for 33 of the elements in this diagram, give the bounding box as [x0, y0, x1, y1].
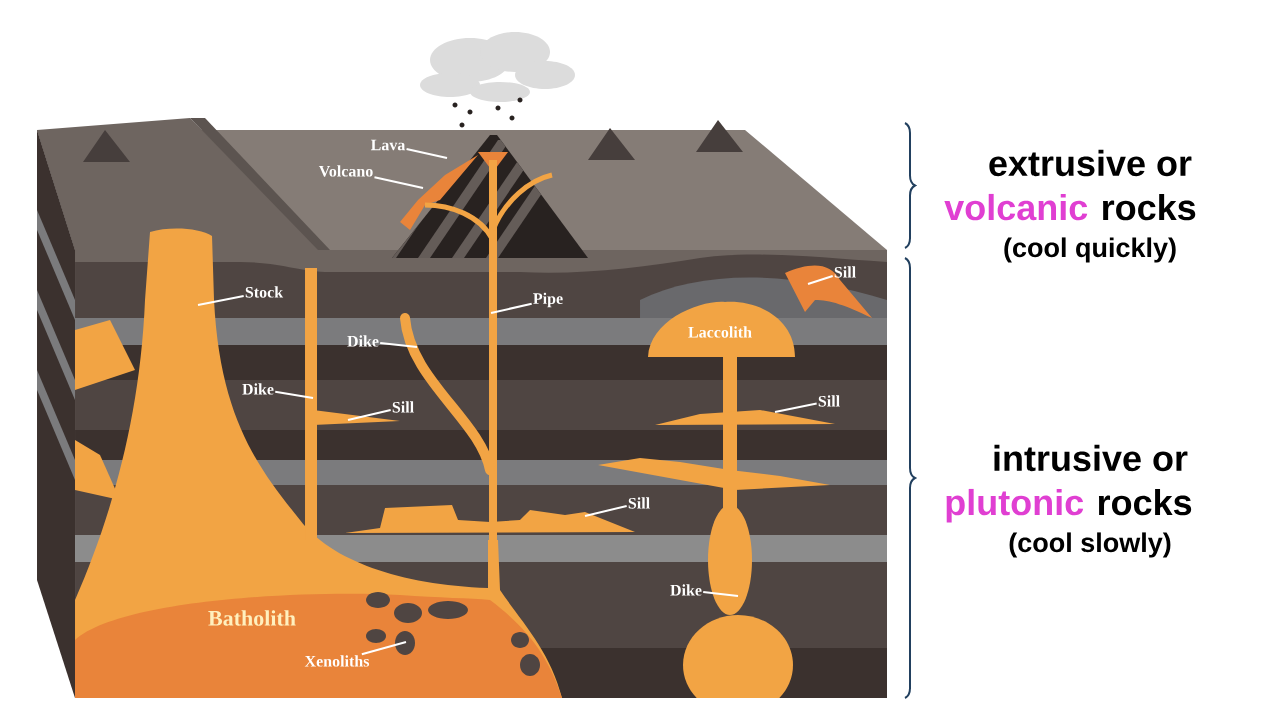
- leader-line: [197, 295, 245, 306]
- label-text: Xenoliths: [304, 655, 370, 667]
- label-text: Dike: [347, 335, 379, 347]
- leader-line: [347, 408, 392, 421]
- label-text: Sill: [392, 401, 414, 413]
- note-text: (cool slowly): [1009, 532, 1171, 558]
- leader-line: [490, 302, 533, 314]
- label-text: Stock: [245, 286, 284, 298]
- label-text: Dike: [670, 584, 702, 596]
- label-text: Lava: [370, 139, 406, 151]
- leader-line: [405, 148, 448, 159]
- label-text: Pipe: [533, 292, 563, 308]
- heading-text: extrusive or: [989, 149, 1192, 177]
- label-text: Batholith: [208, 610, 296, 626]
- heading-text: rocks: [1098, 488, 1192, 516]
- label-text: Dike: [242, 383, 274, 395]
- leader-line: [774, 402, 818, 413]
- leader-line: [807, 275, 834, 285]
- heading-text: intrusive or: [994, 444, 1188, 472]
- label-text: Sill: [834, 266, 856, 278]
- heading-text: rocks: [1103, 193, 1196, 221]
- heading-text: plutonic: [946, 488, 1084, 523]
- leader-line: [274, 390, 314, 399]
- leader-line: [379, 341, 418, 348]
- leader-line: [373, 176, 424, 189]
- label-text: Sill: [628, 497, 650, 509]
- label-text: Sill: [818, 395, 840, 407]
- label-text: Laccolith: [688, 326, 752, 338]
- label-text: Volcano: [318, 165, 373, 177]
- leader-line: [360, 641, 407, 656]
- note-text: (cool quickly): [1004, 237, 1176, 263]
- leader-line: [584, 504, 628, 517]
- heading-text: volcanic: [944, 193, 1088, 221]
